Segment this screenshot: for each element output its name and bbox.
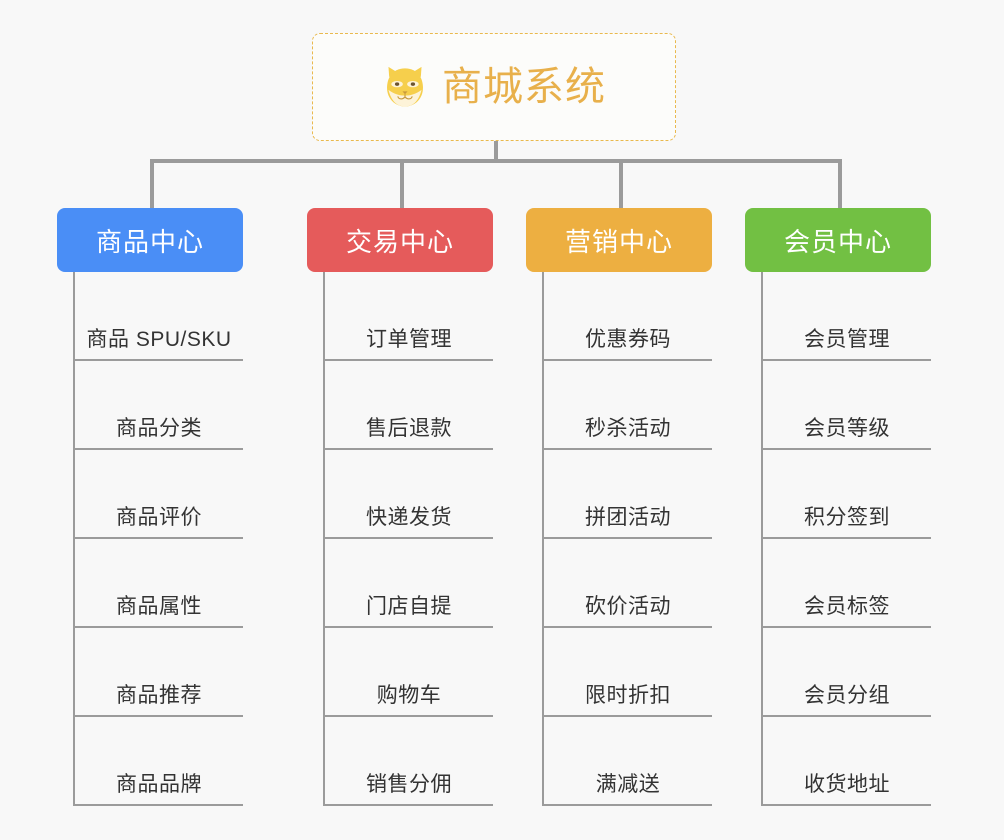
list-item[interactable]: 积分签到 [763,450,931,539]
list-item[interactable]: 收货地址 [763,717,931,806]
list-item-label: 秒杀活动 [585,416,671,440]
category-column-3: 营销中心 优惠券码 秒杀活动 拼团活动 砍价活动 限时折扣 满减送 [526,208,712,806]
category-column-2: 交易中心 订单管理 售后退款 快递发货 门店自提 购物车 销售分佣 [307,208,493,806]
category-label: 营销中心 [564,226,673,257]
category-column-4: 会员中心 会员管理 会员等级 积分签到 会员标签 会员分组 收货地址 [745,208,931,806]
category-column-1: 商品中心 商品 SPU/SKU 商品分类 商品评价 商品属性 商品推荐 商品品牌 [57,208,243,806]
list-item-label: 拼团活动 [585,505,671,529]
list-item[interactable]: 砍价活动 [544,539,712,628]
items-spine [761,272,763,806]
root-title: 商城系统 [442,65,606,109]
items-spine [542,272,544,806]
list-item[interactable]: 满减送 [544,717,712,806]
category-header-4[interactable]: 会员中心 [745,208,931,272]
list-item-label: 积分签到 [804,505,890,529]
list-item-label: 砍价活动 [585,594,671,618]
category-header-3[interactable]: 营销中心 [526,208,712,272]
list-item-label: 购物车 [376,683,442,707]
connector-drop-2 [400,159,404,209]
list-item[interactable]: 会员管理 [763,272,931,361]
list-item[interactable]: 商品推荐 [75,628,243,717]
list-item-label: 商品属性 [116,594,202,618]
list-item-label: 限时折扣 [585,683,671,707]
category-label: 会员中心 [783,226,892,257]
list-item-label: 销售分佣 [366,772,452,796]
connector-root-stem [494,141,498,163]
list-item-label: 会员等级 [804,416,890,440]
list-item-label: 会员标签 [804,594,890,618]
items-spine [73,272,75,806]
category-items-2: 订单管理 售后退款 快递发货 门店自提 购物车 销售分佣 [323,272,493,806]
connector-drop-3 [619,159,623,209]
list-item[interactable]: 订单管理 [325,272,493,361]
list-item-label: 门店自提 [366,594,452,618]
list-item[interactable]: 限时折扣 [544,628,712,717]
list-item-label: 会员分组 [804,683,890,707]
list-item-label: 快递发货 [366,505,452,529]
category-label: 交易中心 [345,226,454,257]
list-item-label: 商品品牌 [116,772,202,796]
list-item-label: 满减送 [595,772,661,796]
connector-bus [150,159,842,163]
list-item[interactable]: 秒杀活动 [544,361,712,450]
list-item[interactable]: 会员等级 [763,361,931,450]
list-item-label: 会员管理 [804,327,890,351]
category-items-1: 商品 SPU/SKU 商品分类 商品评价 商品属性 商品推荐 商品品牌 [73,272,243,806]
list-item[interactable]: 拼团活动 [544,450,712,539]
list-item[interactable]: 门店自提 [325,539,493,628]
list-item[interactable]: 购物车 [325,628,493,717]
list-item-label: 商品推荐 [116,683,202,707]
list-item[interactable]: 商品分类 [75,361,243,450]
list-item-label: 商品评价 [116,505,202,529]
list-item[interactable]: 销售分佣 [325,717,493,806]
category-label: 商品中心 [95,226,204,257]
root-node[interactable]: 商城系统 [312,33,676,141]
list-item[interactable]: 商品评价 [75,450,243,539]
connector-drop-4 [838,159,842,209]
list-item-label: 优惠券码 [585,327,671,351]
list-item[interactable]: 商品 SPU/SKU [75,272,243,361]
list-item[interactable]: 商品属性 [75,539,243,628]
shiba-dog-face-icon [387,66,423,107]
list-item-label: 商品 SPU/SKU [86,327,232,351]
items-spine [323,272,325,806]
list-item-label: 订单管理 [366,327,452,351]
list-item[interactable]: 优惠券码 [544,272,712,361]
category-items-4: 会员管理 会员等级 积分签到 会员标签 会员分组 收货地址 [761,272,931,806]
category-header-1[interactable]: 商品中心 [57,208,243,272]
category-items-3: 优惠券码 秒杀活动 拼团活动 砍价活动 限时折扣 满减送 [542,272,712,806]
list-item-label: 收货地址 [804,772,890,796]
list-item[interactable]: 会员标签 [763,539,931,628]
list-item[interactable]: 商品品牌 [75,717,243,806]
list-item[interactable]: 快递发货 [325,450,493,539]
list-item-label: 商品分类 [116,416,202,440]
connector-drop-1 [150,159,154,209]
list-item[interactable]: 会员分组 [763,628,931,717]
category-header-2[interactable]: 交易中心 [307,208,493,272]
list-item[interactable]: 售后退款 [325,361,493,450]
list-item-label: 售后退款 [366,416,452,440]
